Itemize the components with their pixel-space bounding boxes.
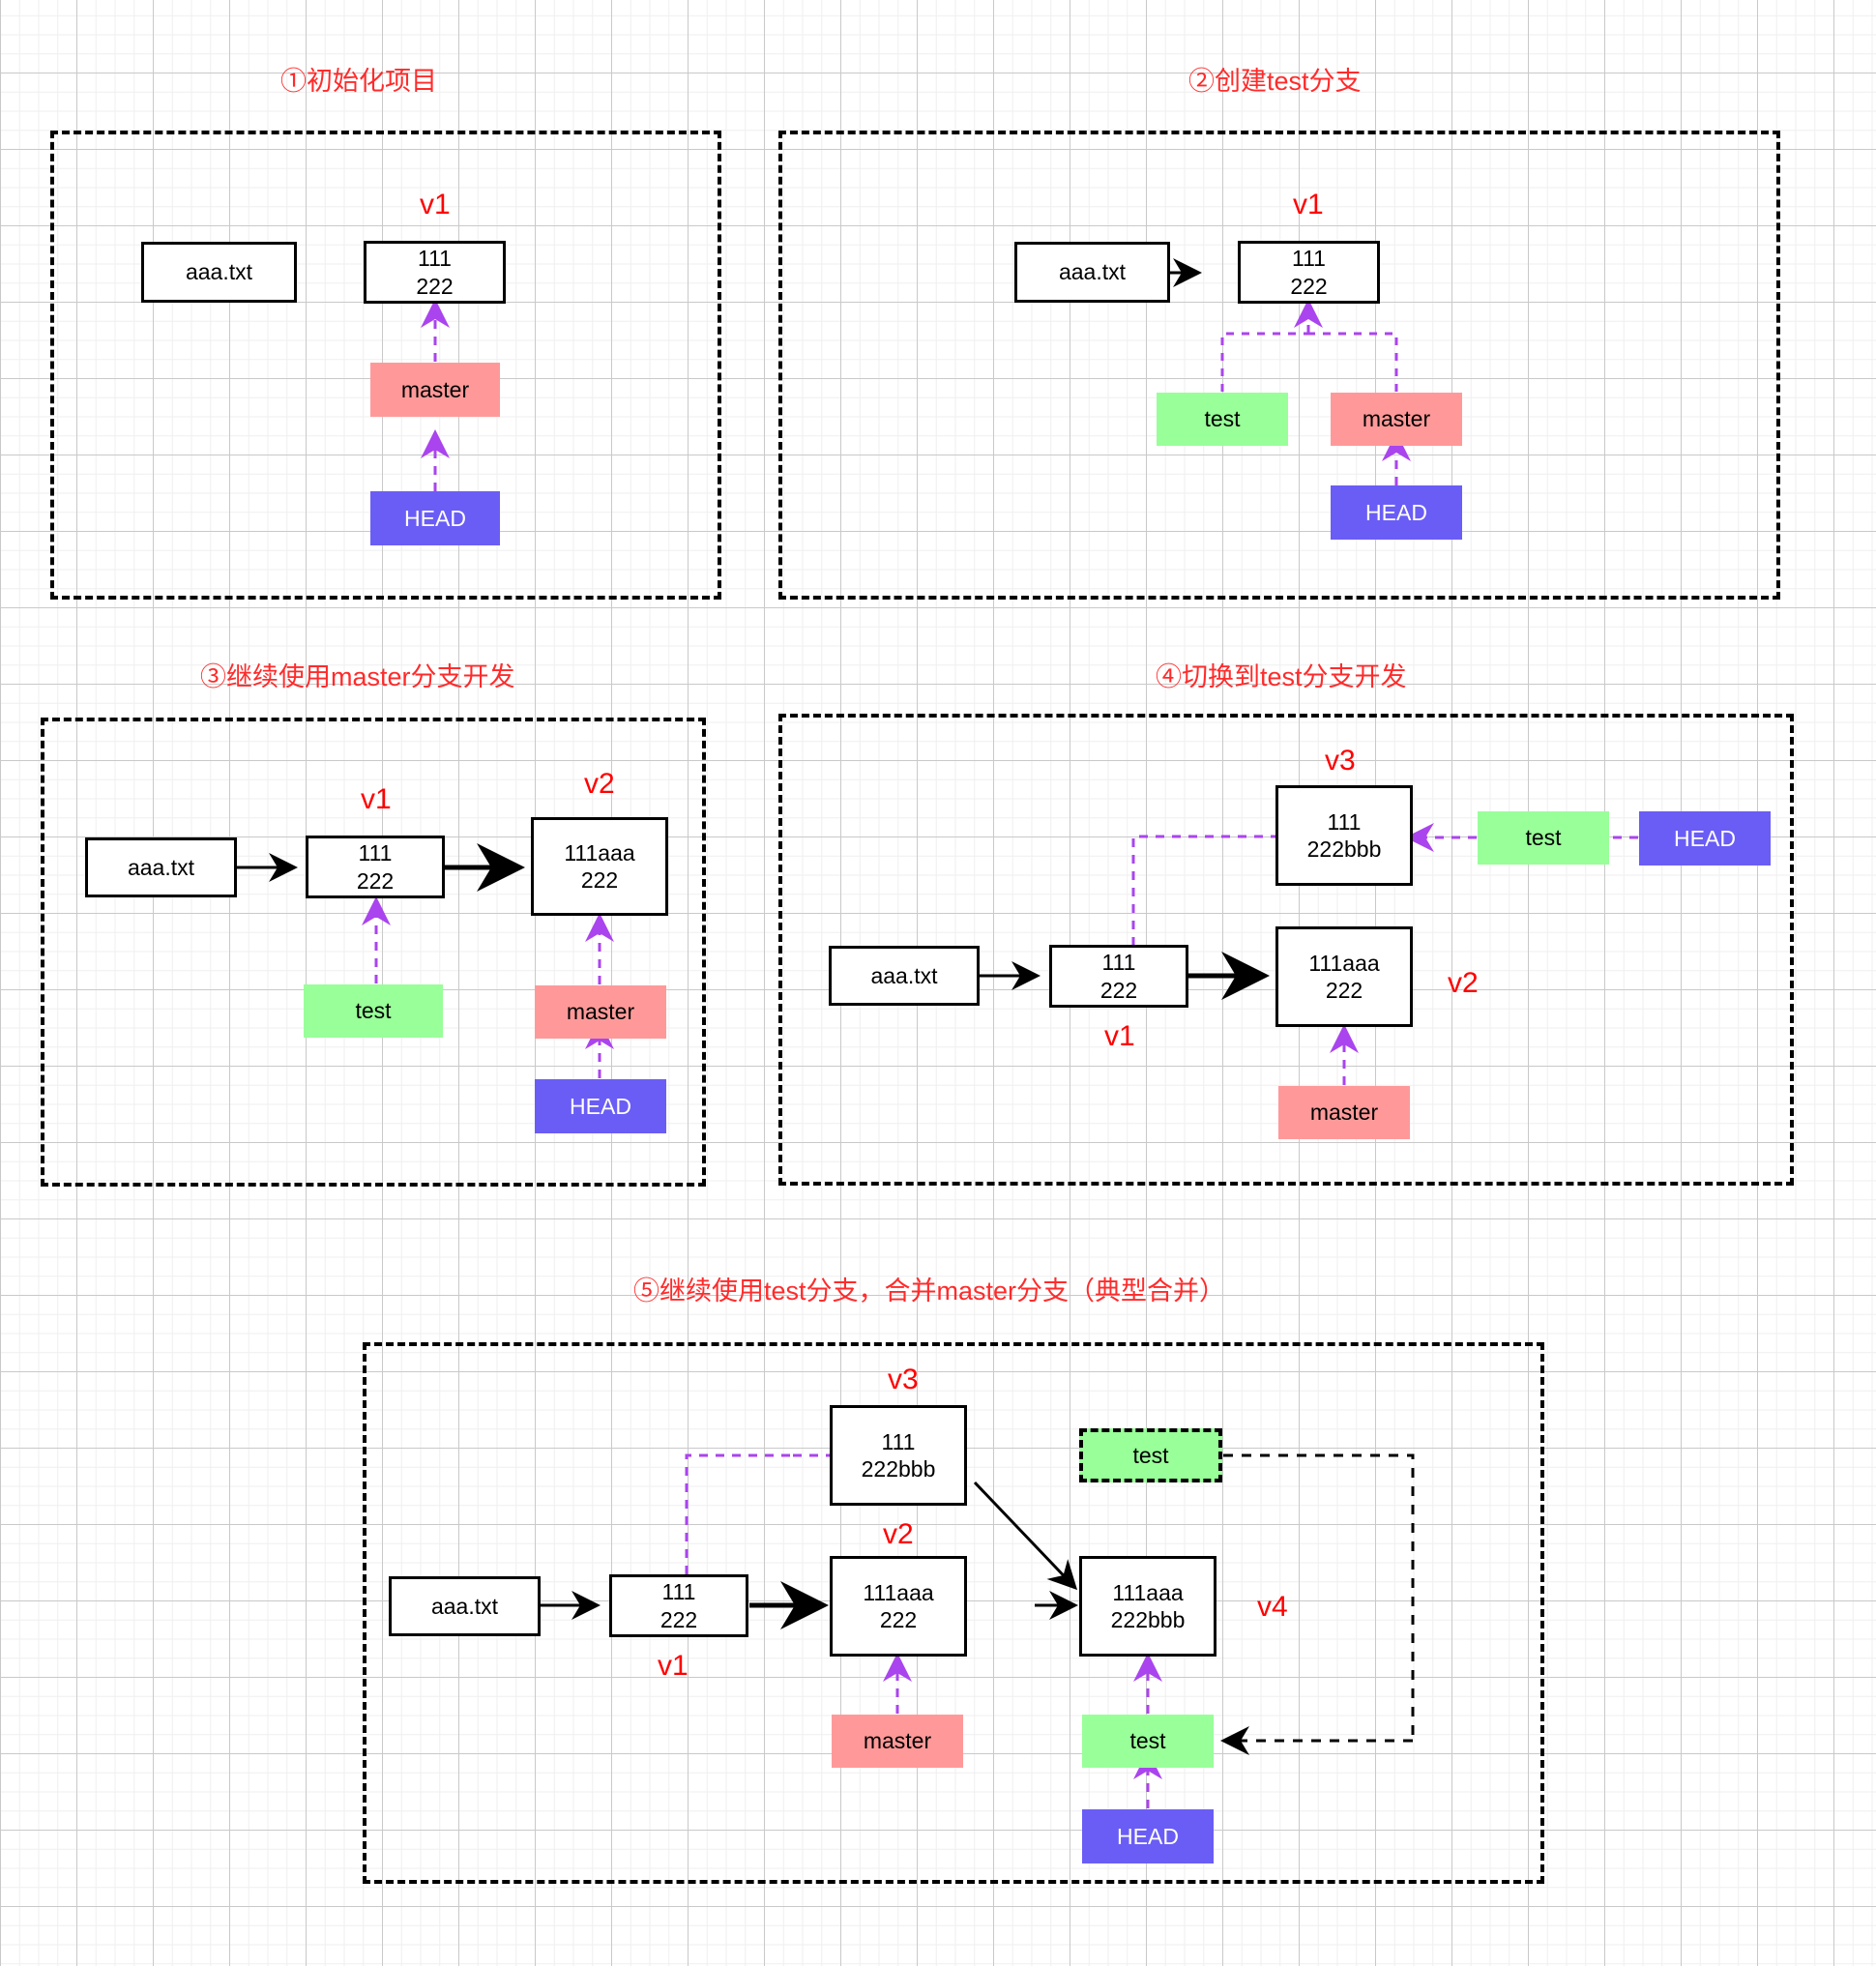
p3-commit-v1: 111 222 xyxy=(306,836,445,898)
p4-branch-master: master xyxy=(1278,1086,1410,1139)
p5-commit-v3-line1: 111 xyxy=(881,1428,916,1454)
p1-file-label: aaa.txt xyxy=(185,259,253,285)
p4-head-label: HEAD xyxy=(1674,825,1736,851)
p1-branch-master-label: master xyxy=(400,376,470,402)
p2-branch-test: test xyxy=(1157,393,1288,446)
p5-branch-master: master xyxy=(832,1715,963,1768)
panel-4-frame xyxy=(778,714,1794,1186)
p5-file-label: aaa.txt xyxy=(430,1593,499,1619)
p2-commit-v1: 111 222 xyxy=(1238,241,1380,304)
p5-branch-test-current-label: test xyxy=(1129,1728,1166,1754)
p1-branch-master: master xyxy=(370,363,500,417)
p5-head-pointer: HEAD xyxy=(1082,1809,1214,1863)
panel-4-title: ④切换到test分支开发 xyxy=(1156,662,1407,691)
p4-v3-label: v3 xyxy=(1325,745,1356,777)
panel-1-title: ①初始化项目 xyxy=(280,67,437,96)
p5-branch-test-previous-label: test xyxy=(1132,1442,1169,1468)
p3-branch-master-label: master xyxy=(566,999,635,1025)
p4-branch-test-label: test xyxy=(1525,825,1562,851)
p4-commit-v2: 111aaa 222 xyxy=(1275,926,1413,1027)
p1-file-node: aaa.txt xyxy=(141,242,297,303)
p5-commit-v4: 111aaa 222bbb xyxy=(1079,1556,1216,1657)
p1-head-label: HEAD xyxy=(404,505,466,531)
panel-3-title: ③继续使用master分支开发 xyxy=(200,662,515,691)
p5-head-label: HEAD xyxy=(1117,1823,1179,1849)
panel-2-title: ②创建test分支 xyxy=(1188,67,1362,96)
p4-commit-v3: 111 222bbb xyxy=(1275,785,1413,886)
p3-v1-label: v1 xyxy=(361,783,392,815)
p2-branch-master: master xyxy=(1331,393,1462,446)
p5-commit-v2-line2: 222 xyxy=(879,1607,918,1632)
panel-5-title: ⑤继续使用test分支，合并master分支（典型合并） xyxy=(633,1276,1226,1306)
p5-v4-label: v4 xyxy=(1257,1591,1288,1623)
p5-commit-v3-line2: 222bbb xyxy=(861,1456,936,1482)
p1-v1-label: v1 xyxy=(420,189,451,220)
p1-head-pointer: HEAD xyxy=(370,491,500,545)
p2-head-pointer: HEAD xyxy=(1331,485,1462,540)
panel-1-frame xyxy=(50,131,721,600)
p4-branch-test: test xyxy=(1478,811,1609,865)
p4-branch-master-label: master xyxy=(1309,1100,1379,1126)
p3-v2-label: v2 xyxy=(584,768,615,800)
p3-commit-v1-line1: 111 xyxy=(358,840,393,866)
p3-commit-v2: 111aaa 222 xyxy=(531,817,668,916)
p5-commit-v4-line1: 111aaa xyxy=(1112,1579,1184,1605)
p5-commit-v4-line2: 222bbb xyxy=(1110,1607,1186,1632)
p1-commit-v1-line2: 222 xyxy=(416,273,454,299)
p5-commit-v2: 111aaa 222 xyxy=(830,1556,967,1657)
p3-branch-test: test xyxy=(304,984,443,1038)
p4-v2-label: v2 xyxy=(1448,967,1479,999)
p2-commit-v1-line1: 111 xyxy=(1292,246,1326,272)
p2-file-node: aaa.txt xyxy=(1014,242,1170,303)
p4-file-node: aaa.txt xyxy=(829,946,980,1006)
panel-5-frame xyxy=(363,1342,1544,1884)
p2-branch-test-label: test xyxy=(1204,406,1241,432)
p5-commit-v3: 111 222bbb xyxy=(830,1405,967,1506)
panel-3-frame xyxy=(41,718,706,1187)
p4-commit-v3-line1: 111 xyxy=(1327,808,1362,835)
p5-branch-test-previous: test xyxy=(1079,1428,1222,1482)
p4-commit-v3-line2: 222bbb xyxy=(1306,836,1382,862)
p5-v3-label: v3 xyxy=(888,1364,919,1395)
p3-head-label: HEAD xyxy=(570,1093,631,1119)
p1-commit-v1-line1: 111 xyxy=(418,246,452,272)
p3-head-pointer: HEAD xyxy=(535,1079,666,1133)
p3-file-label: aaa.txt xyxy=(127,854,195,880)
p5-branch-master-label: master xyxy=(863,1728,932,1754)
p4-commit-v1: 111 222 xyxy=(1049,945,1188,1008)
p5-commit-v2-line1: 111aaa xyxy=(863,1579,934,1605)
p4-commit-v2-line1: 111aaa xyxy=(1308,950,1380,976)
p4-commit-v1-line2: 222 xyxy=(1099,977,1138,1003)
p5-file-node: aaa.txt xyxy=(389,1576,541,1636)
p2-head-label: HEAD xyxy=(1365,499,1427,525)
p3-branch-master: master xyxy=(535,985,666,1039)
p1-commit-v1: 111 222 xyxy=(364,241,506,304)
p3-commit-v2-line2: 222 xyxy=(580,867,619,893)
p4-head-pointer: HEAD xyxy=(1639,811,1771,866)
p5-branch-test-current: test xyxy=(1082,1715,1214,1768)
p5-commit-v1-line1: 111 xyxy=(661,1579,696,1605)
p2-branch-master-label: master xyxy=(1362,406,1431,432)
p5-commit-v1: 111 222 xyxy=(609,1574,748,1637)
p3-commit-v1-line2: 222 xyxy=(356,867,395,894)
p5-v2-label: v2 xyxy=(883,1518,914,1550)
p4-commit-v2-line2: 222 xyxy=(1325,978,1363,1003)
p2-commit-v1-line2: 222 xyxy=(1290,273,1328,299)
p3-commit-v2-line1: 111aaa xyxy=(564,839,635,866)
p4-v1-label: v1 xyxy=(1104,1020,1135,1052)
p2-v1-label: v1 xyxy=(1293,189,1324,220)
p5-v1-label: v1 xyxy=(658,1650,689,1682)
panel-2-frame xyxy=(778,131,1780,600)
p4-commit-v1-line1: 111 xyxy=(1101,950,1136,976)
p2-file-label: aaa.txt xyxy=(1058,259,1127,285)
p4-file-label: aaa.txt xyxy=(870,962,938,988)
p3-branch-test-label: test xyxy=(355,998,392,1024)
p5-commit-v1-line2: 222 xyxy=(660,1606,698,1632)
p3-file-node: aaa.txt xyxy=(85,837,237,897)
